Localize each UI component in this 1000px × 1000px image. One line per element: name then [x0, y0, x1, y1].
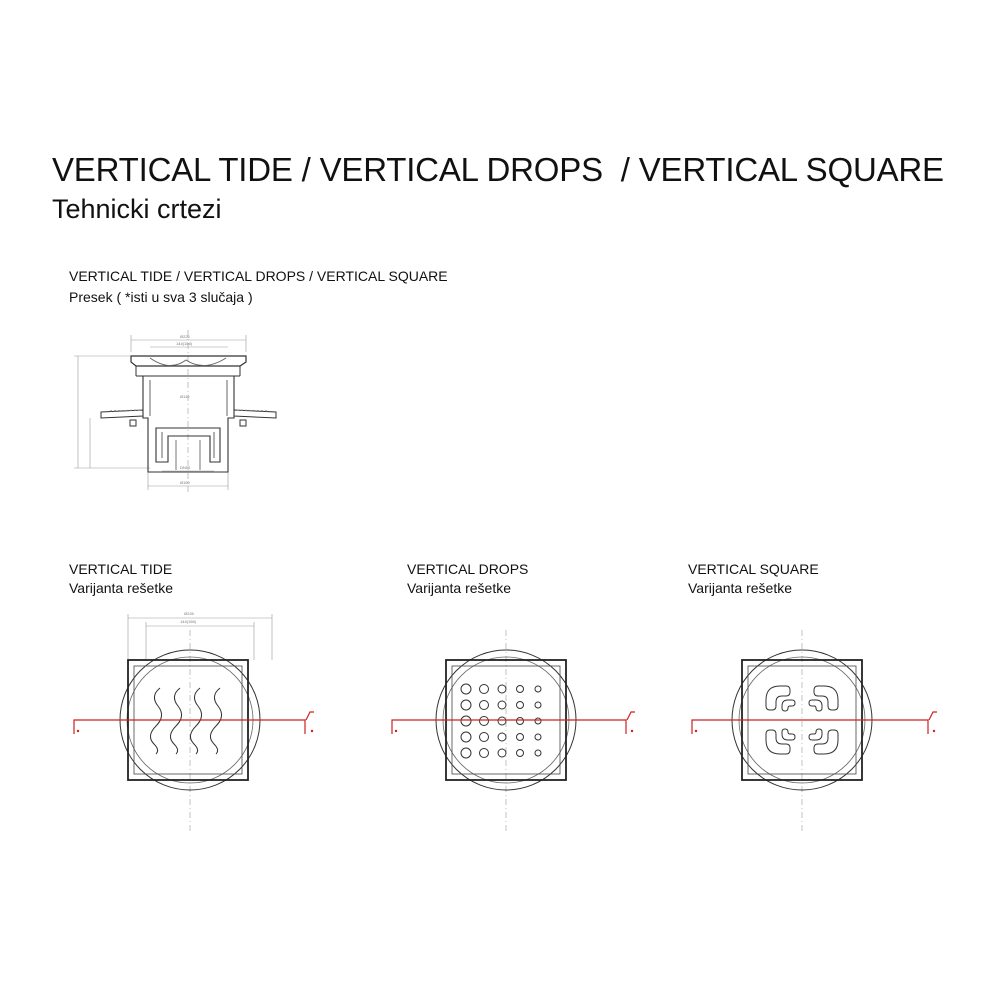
- svg-text:Ø110: Ø110: [180, 394, 190, 399]
- svg-text:Ø226: Ø226: [180, 334, 191, 339]
- cross-section-drawing: Ø226 144(156) Ø110 DN50 Ø150: [74, 330, 277, 495]
- section-title: VERTICAL TIDE / VERTICAL DROPS / VERTICA…: [69, 268, 448, 284]
- variant-subtitle-tide: Varijanta rešetke: [69, 580, 174, 596]
- variant-subtitle-square: Varijanta rešetke: [688, 580, 793, 596]
- section-subtitle: Presek ( *isti u sva 3 slučaja ): [69, 289, 253, 305]
- svg-text:Ø150: Ø150: [180, 480, 191, 485]
- variant-title-drops: VERTICAL DROPS: [407, 561, 529, 577]
- variant-title-square: VERTICAL SQUARE: [688, 561, 819, 577]
- svg-text:Ø226: Ø226: [184, 611, 195, 616]
- svg-text:144(156): 144(156): [176, 341, 193, 346]
- grate-drawing-tide: Ø226 144(156): [73, 611, 314, 832]
- page-subtitle: Tehnicki crtezi: [52, 194, 222, 224]
- svg-text:DN50: DN50: [180, 465, 191, 470]
- variant-subtitle-drops: Varijanta rešetke: [407, 580, 512, 596]
- variant-title-tide: VERTICAL TIDE: [69, 561, 173, 577]
- grate-drawing-drops: [391, 630, 635, 832]
- svg-text:144(156): 144(156): [180, 619, 197, 624]
- page-title: VERTICAL TIDE / VERTICAL DROPS / VERTICA…: [52, 151, 944, 188]
- grate-drawing-square: [691, 630, 937, 832]
